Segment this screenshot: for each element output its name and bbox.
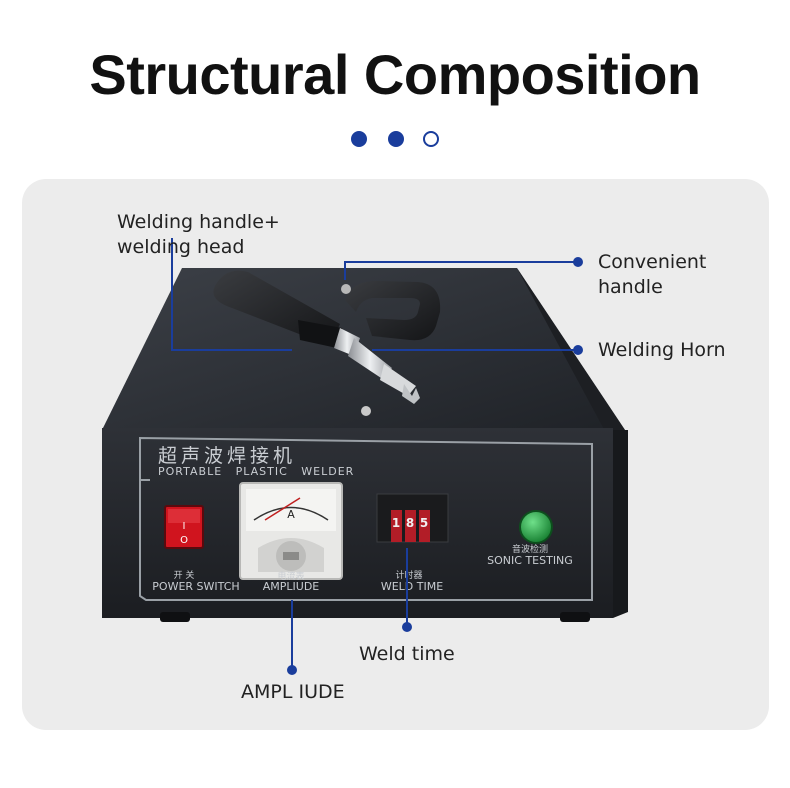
amplitude-label: AMPLIUDE <box>263 580 320 593</box>
callout-welding-horn: Welding Horn <box>598 339 726 361</box>
page-dot-3[interactable] <box>423 131 439 147</box>
timer-digit-2[interactable]: 8 <box>406 516 414 530</box>
machine-side-front <box>613 430 628 618</box>
svg-text:O: O <box>180 535 188 546</box>
amplitude-cn: 电流表 <box>277 570 304 582</box>
sonic-test-button <box>519 510 553 544</box>
sonic-test-label: SONIC TESTING <box>487 554 573 567</box>
callout-dots <box>287 257 583 675</box>
page-title: Structural Composition <box>89 43 701 106</box>
callout-lines <box>171 238 578 670</box>
faceplate-border <box>139 436 593 601</box>
sonic-test-cn: 音波检测 <box>512 543 548 555</box>
page-indicator <box>351 131 441 151</box>
page-dot-2[interactable] <box>388 131 404 147</box>
welding-gun <box>213 270 420 404</box>
callout-weld-time: Weld time <box>359 643 455 665</box>
weld-time-cn: 计时器 <box>395 569 422 581</box>
callout-convenient-line2: handle <box>598 276 663 298</box>
panel-title-en: PORTABLE PLASTIC WELDER <box>158 465 354 478</box>
timer-digit-1[interactable]: 1 <box>392 516 400 530</box>
ammeter-unit: A <box>287 508 295 521</box>
screw <box>361 406 371 416</box>
callout-convenient-line1: Convenient <box>598 251 707 273</box>
carry-handle <box>345 280 441 341</box>
callout-amplitude: AMPL IUDE <box>241 681 345 703</box>
callout-handle-head-line2: welding head <box>117 236 245 258</box>
page-dot-1[interactable] <box>351 131 367 147</box>
callout-handle-head-line1: Welding handle+ <box>117 211 280 233</box>
power-switch-cn: 开 关 <box>174 569 195 581</box>
timer-digit-3[interactable]: 5 <box>420 516 428 530</box>
svg-text:I: I <box>183 521 186 532</box>
handle-screw <box>341 284 351 294</box>
panel-title-cn: 超声波焊接机 <box>158 445 296 467</box>
weld-time-label: WELD TIME <box>381 580 443 593</box>
power-switch-label: POWER SWITCH <box>152 580 239 593</box>
